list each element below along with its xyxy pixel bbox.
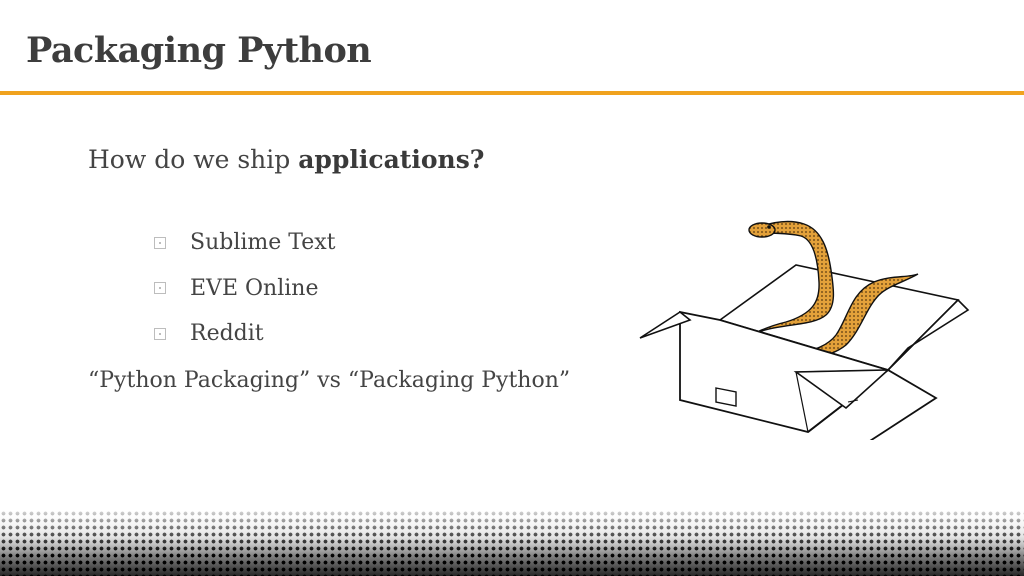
bullet-label: Sublime Text xyxy=(190,230,336,256)
title-underline xyxy=(0,91,1024,95)
bullet-label: EVE Online xyxy=(190,275,319,301)
halftone-fade xyxy=(0,510,1024,576)
list-item: Sublime Text xyxy=(154,220,336,266)
list-item: EVE Online xyxy=(154,266,336,312)
list-item: Reddit xyxy=(154,311,336,357)
bullet-list: Sublime Text EVE Online Reddit xyxy=(154,220,336,357)
slide-heading: How do we ship applications? xyxy=(88,145,484,174)
bullet-label: Reddit xyxy=(190,321,264,347)
slide-title: Packaging Python xyxy=(26,30,372,71)
heading-emphasis: applications? xyxy=(298,145,485,174)
heading-text: How do we ship xyxy=(88,145,299,174)
quote-text: “Python Packaging” vs “Packaging Python” xyxy=(88,368,571,393)
bullet-square-icon xyxy=(154,282,166,295)
bullet-square-icon xyxy=(154,327,166,340)
bullet-square-icon xyxy=(154,236,166,249)
snake-in-box-icon xyxy=(639,220,970,440)
